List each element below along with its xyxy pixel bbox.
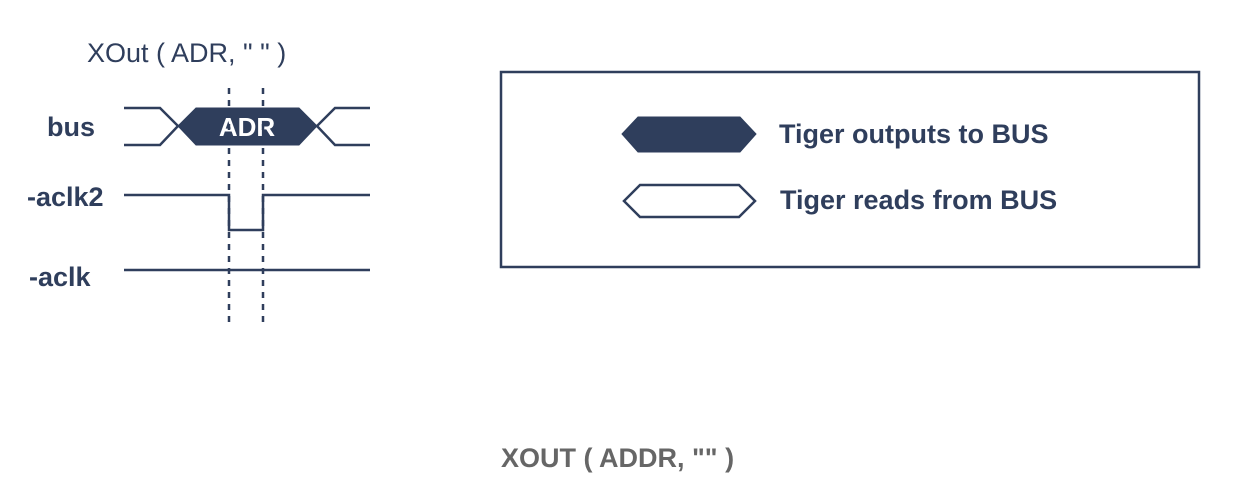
legend-outputs-label: Tiger outputs to BUS — [779, 119, 1049, 149]
bus-waveform-left — [124, 106, 180, 147]
aclk-signal-label: -aclk — [29, 262, 92, 292]
legend-box — [499, 70, 1201, 269]
bus-signal-label: bus — [47, 112, 95, 142]
filled-hexagon-icon — [621, 116, 757, 153]
bus-waveform-right — [315, 106, 370, 147]
aclk2-waveform — [124, 193, 370, 232]
outlined-hexagon-icon — [622, 183, 757, 219]
diagram-title: XOut ( ADR, " " ) — [87, 38, 286, 68]
bus-value-label: ADR — [219, 112, 276, 142]
figure-caption: XOUT ( ADDR, "" ) — [501, 443, 734, 473]
legend-reads-label: Tiger reads from BUS — [780, 185, 1057, 215]
aclk2-signal-label: -aclk2 — [27, 182, 104, 212]
